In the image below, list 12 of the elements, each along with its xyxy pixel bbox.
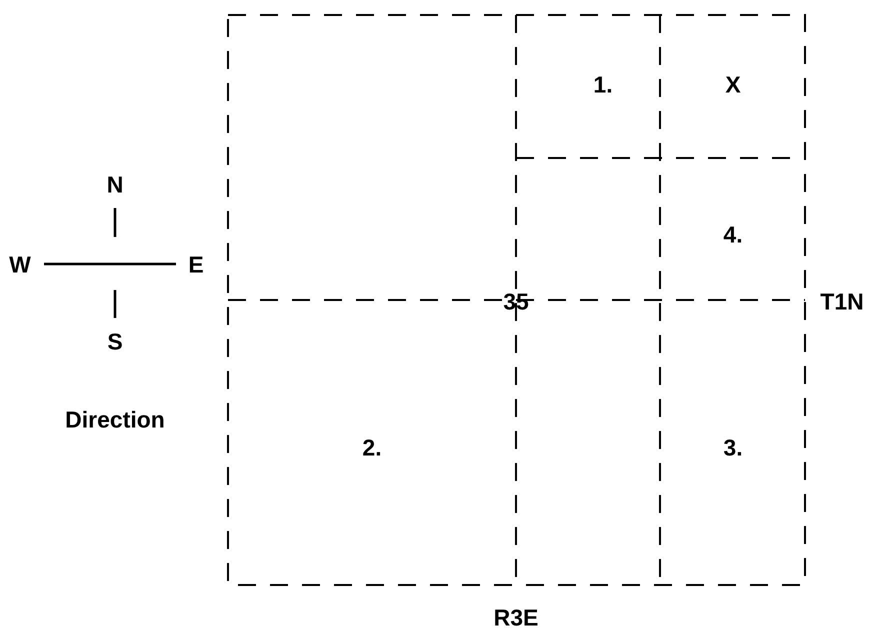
section-number: 2. [362, 436, 382, 460]
compass-direction-letter: N [106, 174, 124, 196]
compass-direction-letter: S [107, 330, 123, 354]
section-number: 4. [723, 224, 743, 246]
compass-direction-letter: E [188, 254, 204, 276]
compass-direction-letter: W [9, 254, 31, 276]
range-label: R3E [494, 606, 538, 630]
township-label: T1N [820, 290, 864, 314]
compass-caption: Direction [65, 408, 165, 432]
section-number: 3. [723, 436, 743, 460]
section-number: 1. [593, 74, 613, 96]
section-mark: X [725, 74, 741, 96]
